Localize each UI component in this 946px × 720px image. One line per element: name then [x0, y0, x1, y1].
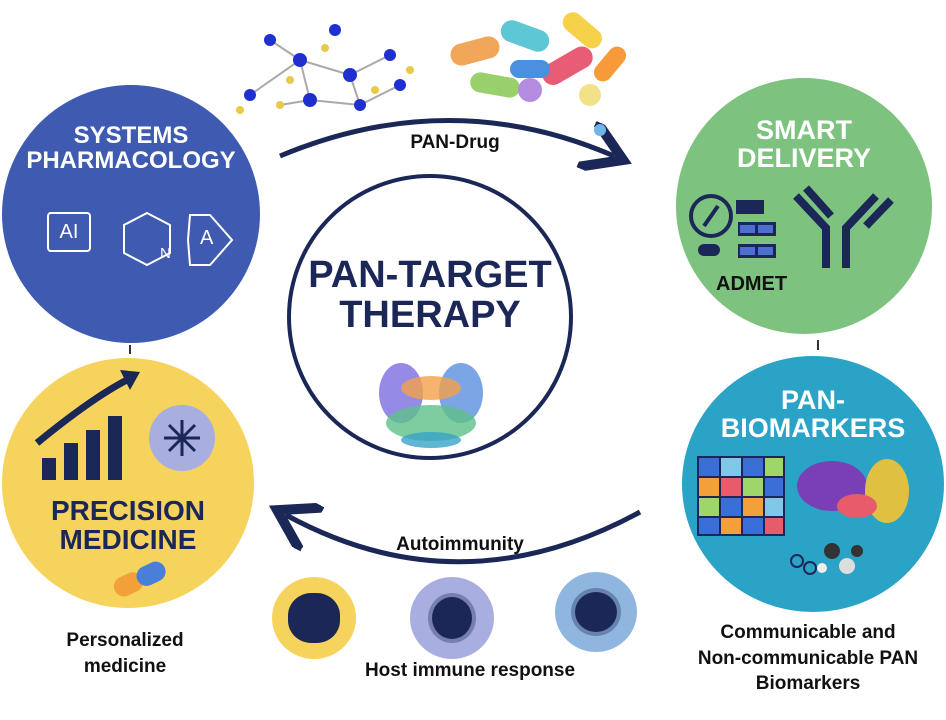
pan-drug-label: PAN-Drug: [410, 132, 500, 153]
systems-pharmacology-node: SYSTEMS PHARMACOLOGY AI N A: [2, 85, 260, 343]
node-title-line1: PAN-: [781, 385, 845, 415]
caption-line: Communicable and: [720, 622, 896, 643]
top-arrow: [279, 118, 614, 157]
antibody-icon: [793, 185, 894, 268]
capsule-icon: [113, 561, 166, 597]
caption-line: Personalized: [66, 630, 184, 651]
node-title-line2: BIOMARKERS: [720, 413, 906, 444]
node-title-line1: PRECISION: [50, 495, 206, 526]
molecule-model-icon: [790, 543, 863, 575]
center-title-line2: THERAPY: [339, 293, 521, 336]
biomarkers-caption: Communicable and Non-communicable PAN Bi…: [670, 620, 946, 697]
virus-icon: [689, 194, 733, 238]
ai-chip-icon: AI: [47, 212, 91, 252]
growth-chart-icon: [34, 370, 140, 480]
autoimmunity-label: Autoimmunity: [396, 534, 524, 555]
immune-cell-icon-2: [410, 577, 494, 659]
node-title-line1: SYSTEMS: [73, 122, 189, 149]
hexagon-a-icon: A: [200, 227, 214, 249]
host-immune-response-caption: Host immune response: [364, 660, 576, 681]
heatmap-icon: [697, 456, 785, 536]
drug-blocks-icon: [698, 200, 776, 258]
bottom-arrow: [286, 512, 642, 565]
caption-line: Biomarkers: [755, 673, 861, 695]
cell-icon: [149, 405, 215, 471]
pan-target-therapy-node: PAN-TARGET THERAPY: [287, 174, 573, 460]
protein-structure-icon: [379, 363, 483, 448]
center-title-line1: PAN-TARGET: [308, 254, 552, 296]
node-title-line1: SMART: [756, 115, 852, 145]
caption-line: Non-communicable PAN: [697, 647, 919, 669]
caption-line: medicine: [83, 655, 167, 677]
personalized-medicine-caption: Personalized medicine: [30, 628, 220, 679]
pills-icon: [450, 12, 627, 136]
protein-ribbon-icon: [797, 459, 909, 523]
immune-cell-icon-1: [272, 577, 356, 659]
molecule-icon: [236, 24, 414, 114]
pan-biomarkers-node: PAN- BIOMARKERS: [682, 356, 944, 612]
admet-label: ADMET: [716, 273, 788, 295]
precision-medicine-node: PRECISION MEDICINE: [2, 358, 254, 608]
virus-cell-icon: [555, 572, 637, 652]
nitrogen-label: N: [160, 245, 171, 262]
smart-delivery-node: SMART DELIVERY ADMET: [676, 78, 932, 334]
pyridine-icon: [123, 211, 234, 267]
node-title-line2: DELIVERY: [736, 143, 872, 174]
node-title-line2: PHARMACOLOGY: [26, 147, 236, 175]
node-title-line2: MEDICINE: [59, 524, 197, 556]
